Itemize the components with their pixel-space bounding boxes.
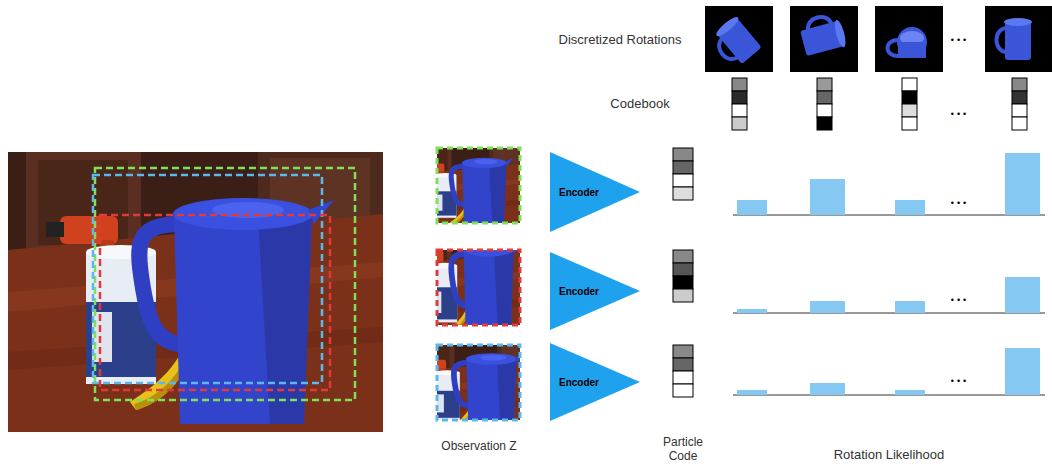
encoder-triangle-fill (550, 252, 640, 330)
likelihood-bar (810, 301, 845, 313)
code-cell (673, 371, 693, 384)
codebook-code (732, 78, 1027, 130)
rotation-thumbnail (985, 6, 1052, 72)
code-cell (817, 117, 832, 130)
chart-baseline (733, 395, 1045, 396)
ellipsis-mark: ••• (951, 198, 969, 209)
code-cell (1012, 104, 1027, 117)
observation-crop (404, 223, 539, 343)
encoder-label: Encoder (559, 286, 599, 297)
code-cell (673, 250, 693, 263)
scene-photo (8, 152, 383, 432)
likelihood-bar (810, 179, 845, 215)
code-cell (817, 104, 832, 117)
code-cell (817, 78, 832, 91)
code-cell (673, 187, 693, 200)
crop-border (437, 345, 520, 420)
code-cell (732, 117, 747, 130)
likelihood-bar (737, 309, 767, 313)
caption-label: Observation Z (441, 439, 516, 453)
rotation-thumbnail (898, 42, 926, 58)
observation-crop (409, 143, 529, 234)
observation-crop (406, 337, 542, 438)
ellipsis-mark: ••• (951, 109, 969, 120)
rotation-thumbnail (705, 6, 773, 72)
code-cell (673, 276, 693, 289)
code-cell (902, 78, 917, 91)
likelihood-bar (737, 200, 767, 215)
likelihood-bar (810, 383, 845, 395)
chart-baseline (733, 313, 1045, 314)
ellipsis-mark: ••• (951, 35, 969, 46)
caption-label: Codebook (610, 96, 669, 112)
encoder-label: Encoder (559, 187, 599, 198)
encoder-triangle: Encoder (550, 343, 640, 421)
code-cell (902, 104, 917, 117)
crop-border (437, 148, 520, 223)
observation-crop (404, 223, 539, 343)
code-cell (732, 78, 747, 91)
rotation-thumbnail (875, 6, 943, 72)
code-cell (673, 148, 693, 161)
observation-crop (409, 143, 529, 234)
likelihood-bar (1005, 153, 1040, 215)
code-cell (902, 91, 917, 104)
code-cell (673, 161, 693, 174)
code-cell (1012, 91, 1027, 104)
code-cell (732, 104, 747, 117)
crop-box-blue (93, 175, 322, 383)
rotation-thumbnail (985, 6, 1052, 72)
likelihood-bar (1005, 348, 1040, 395)
code-cell (673, 358, 693, 371)
rotation-thumbnail (705, 6, 773, 72)
rotation-thumbnail (897, 27, 927, 57)
caption-label: Particle Code (652, 435, 714, 464)
code-cell (902, 117, 917, 130)
rotation-thumbnail (875, 6, 943, 72)
crop-border (437, 250, 520, 325)
scene-photo (8, 152, 383, 432)
likelihood-bars (733, 153, 1045, 395)
rotation-thumbnail (888, 40, 899, 56)
rotation-thumbnail (708, 15, 762, 70)
likelihood-bar (895, 390, 925, 395)
code-cell (673, 174, 693, 187)
encoder-label: Encoder (559, 377, 599, 388)
likelihood-bar (895, 301, 925, 313)
rotation-thumbnail (790, 6, 858, 72)
likelihood-bar (895, 200, 925, 215)
rotation-thumbnail (997, 18, 1033, 60)
code-cell (673, 384, 693, 397)
rotation-thumbnail (790, 6, 858, 72)
encoder-triangle-fill (550, 343, 640, 421)
code-cell (1012, 78, 1027, 91)
likelihood-bar (1005, 277, 1040, 313)
ellipsis-mark: ••• (951, 295, 969, 306)
code-cell (732, 91, 747, 104)
ellipsis-mark: ••• (951, 376, 969, 387)
encoder-triangle: Encoder (550, 252, 640, 330)
likelihood-bar (737, 390, 767, 395)
crop-box-green (95, 168, 355, 400)
code-cell (1012, 117, 1027, 130)
chart-baseline (733, 215, 1045, 216)
observation-crop (406, 337, 542, 438)
caption-label: Rotation Likelihood (834, 447, 945, 463)
crop-box-red (100, 215, 330, 390)
code-cell (673, 263, 693, 276)
code-cell (817, 91, 832, 104)
encoder-triangle-fill (550, 152, 640, 232)
code-cell (673, 289, 693, 302)
code-cell (673, 345, 693, 358)
encoder-triangle: Encoder (550, 152, 640, 232)
rotation-thumbnail (798, 12, 848, 57)
caption-label: Discretized Rotations (559, 32, 682, 48)
particle-code (673, 148, 693, 397)
